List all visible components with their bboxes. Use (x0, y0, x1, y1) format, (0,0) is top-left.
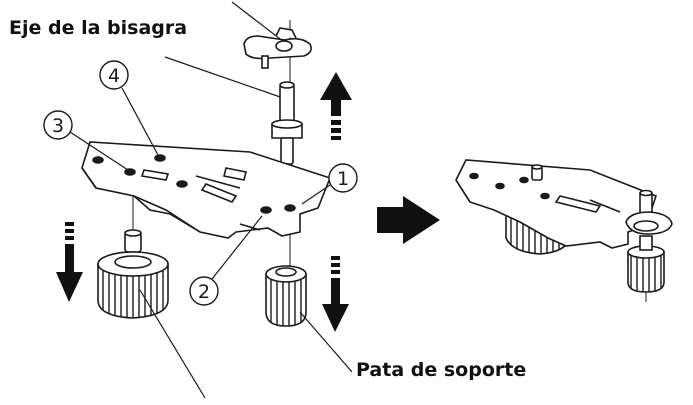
callout-1: 1 (301, 163, 358, 205)
arrow-up-icon (320, 72, 352, 140)
arrow-down-left-icon (56, 222, 83, 302)
adjustable-foot-left (97, 229, 169, 319)
leader-top (231, 1, 285, 43)
leader-bottom (139, 289, 206, 399)
hinge-plate (81, 141, 332, 239)
callout-2: 2 (189, 215, 263, 306)
callout-4-label: 4 (108, 65, 120, 87)
leader-support-leg (299, 311, 353, 373)
callout-1-label: 1 (337, 168, 349, 190)
hinge-axis-label: Eje de la bisagra (9, 17, 188, 39)
support-leg-part (265, 265, 307, 327)
hinge-pin (271, 81, 303, 165)
leader-pin (164, 56, 284, 99)
callout-3-label: 3 (52, 115, 64, 137)
hinge-cam-part (243, 27, 312, 69)
arrow-right-icon (377, 196, 440, 244)
arrow-down-right-icon (322, 256, 349, 332)
callout-2-label: 2 (198, 281, 210, 303)
callout-3: 3 (43, 110, 129, 171)
callout-4: 4 (99, 60, 159, 156)
assembled-hinge (455, 159, 673, 302)
support-leg-label: Pata de soporte (356, 359, 527, 381)
